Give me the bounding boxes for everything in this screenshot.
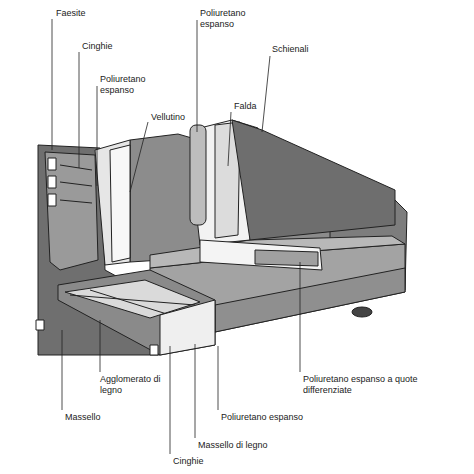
part-label: Poliuretano espanso bbox=[199, 8, 259, 30]
part-label: Vellutino bbox=[150, 112, 186, 123]
part-label: Agglomerato di legno bbox=[99, 374, 163, 396]
part-label: Poliuretano espanso a quote differenziat… bbox=[302, 374, 436, 396]
part-label: Falda bbox=[233, 101, 258, 112]
part-label: Massello di legno bbox=[197, 440, 269, 451]
part-label: Cinghie bbox=[172, 456, 205, 467]
part-label: Schienali bbox=[271, 44, 310, 55]
part-label: Cinghie bbox=[81, 41, 114, 52]
part-label: Poliuretano espanso bbox=[220, 412, 304, 423]
part-label: Faesite bbox=[55, 8, 87, 19]
part-label: Massello bbox=[64, 412, 102, 423]
part-label: Poliuretano espanso bbox=[99, 74, 159, 96]
